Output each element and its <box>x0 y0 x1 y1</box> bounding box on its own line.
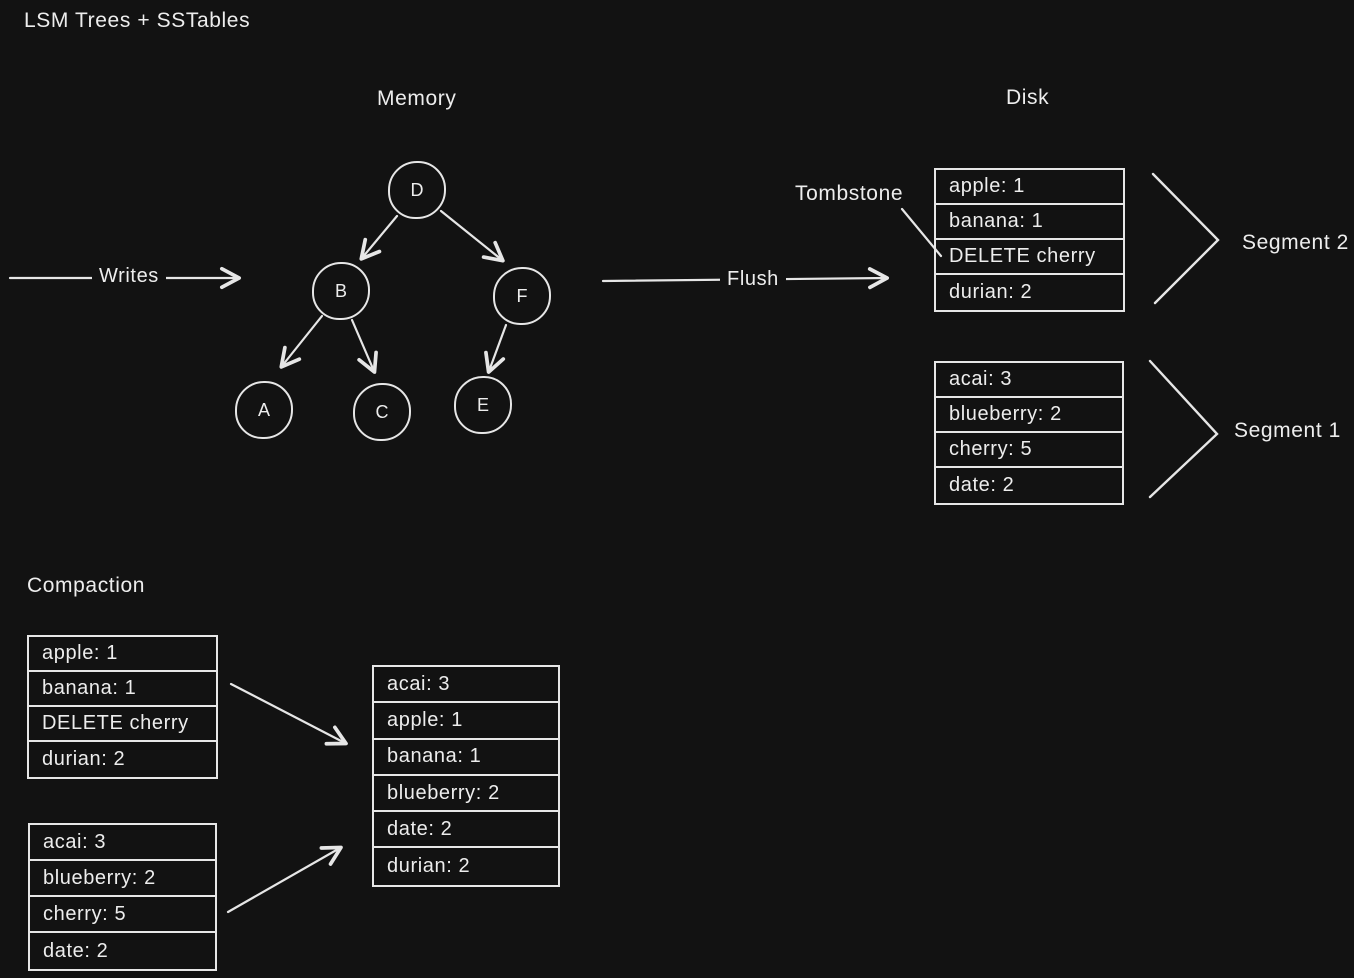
sstable-row: date: 2 <box>43 939 109 962</box>
compaction-arrow-bottom <box>226 845 343 914</box>
sstable-row: cherry: 5 <box>30 897 215 933</box>
segment-2-label: Segment 2 <box>1242 231 1349 254</box>
sstable-row: apple: 1 <box>29 637 216 672</box>
sstable-row: apple: 1 <box>936 170 1123 205</box>
sstable-row: date: 2 <box>374 812 558 849</box>
tree-node-e: E <box>454 376 512 434</box>
sstable-row: acai: 3 <box>30 825 215 861</box>
sstable-row-tombstone: DELETE cherry <box>936 240 1123 275</box>
compaction-output-table: acai: 3 apple: 1 banana: 1 blueberry: 2 … <box>372 665 560 887</box>
segment-2-chevron <box>1151 172 1220 305</box>
writes-arrow-label: Writes <box>92 265 166 288</box>
sstable-row: banana: 1 <box>374 740 558 776</box>
sstable-row: cherry: 5 <box>936 433 1122 468</box>
tree-edge-d-b <box>359 214 399 261</box>
tree-edge-b-c <box>350 318 378 374</box>
tree-edge-b-a <box>279 314 324 369</box>
sstable-row: blueberry: 2 <box>374 776 558 813</box>
tombstone-label: Tombstone <box>795 182 904 205</box>
tree-edge-f-e <box>484 323 508 374</box>
disk-segment-2-table: apple: 1 banana: 1 DELETE cherry durian:… <box>934 168 1125 312</box>
compaction-section-label: Compaction <box>27 574 146 597</box>
tree-node-b: B <box>312 262 370 320</box>
sstable-row: durian: 2 <box>387 855 471 878</box>
sstable-row: blueberry: 2 <box>936 398 1122 433</box>
sstable-row: blueberry: 2 <box>30 861 215 897</box>
sstable-row: date: 2 <box>949 474 1015 496</box>
tree-node-c: C <box>353 383 411 441</box>
compaction-input-table-1: apple: 1 banana: 1 DELETE cherry durian:… <box>27 635 218 779</box>
disk-segment-1-table: acai: 3 blueberry: 2 cherry: 5 date: 2 <box>934 361 1124 505</box>
sstable-row: durian: 2 <box>949 281 1033 303</box>
sstable-row: acai: 3 <box>936 363 1122 398</box>
sstable-row-tombstone: DELETE cherry <box>29 707 216 742</box>
disk-section-label: Disk <box>1006 86 1050 109</box>
tree-edge-d-f <box>439 209 505 263</box>
diagram-title: LSM Trees + SSTables <box>24 9 251 32</box>
segment-1-chevron <box>1148 359 1219 499</box>
compaction-input-table-2: acai: 3 blueberry: 2 cherry: 5 date: 2 <box>28 823 217 971</box>
compaction-arrow-top <box>229 682 348 746</box>
flush-arrow-label: Flush <box>720 268 786 291</box>
segment-1-label: Segment 1 <box>1234 419 1341 442</box>
sstable-row: acai: 3 <box>374 667 558 704</box>
sstable-row: durian: 2 <box>42 748 126 770</box>
sstable-row: banana: 1 <box>936 205 1123 240</box>
sstable-row: apple: 1 <box>374 703 558 740</box>
tree-node-a: A <box>235 381 293 439</box>
memory-section-label: Memory <box>377 87 457 110</box>
tree-node-d: D <box>388 161 446 219</box>
sstable-row: banana: 1 <box>29 672 216 707</box>
tree-node-f: F <box>493 267 551 325</box>
